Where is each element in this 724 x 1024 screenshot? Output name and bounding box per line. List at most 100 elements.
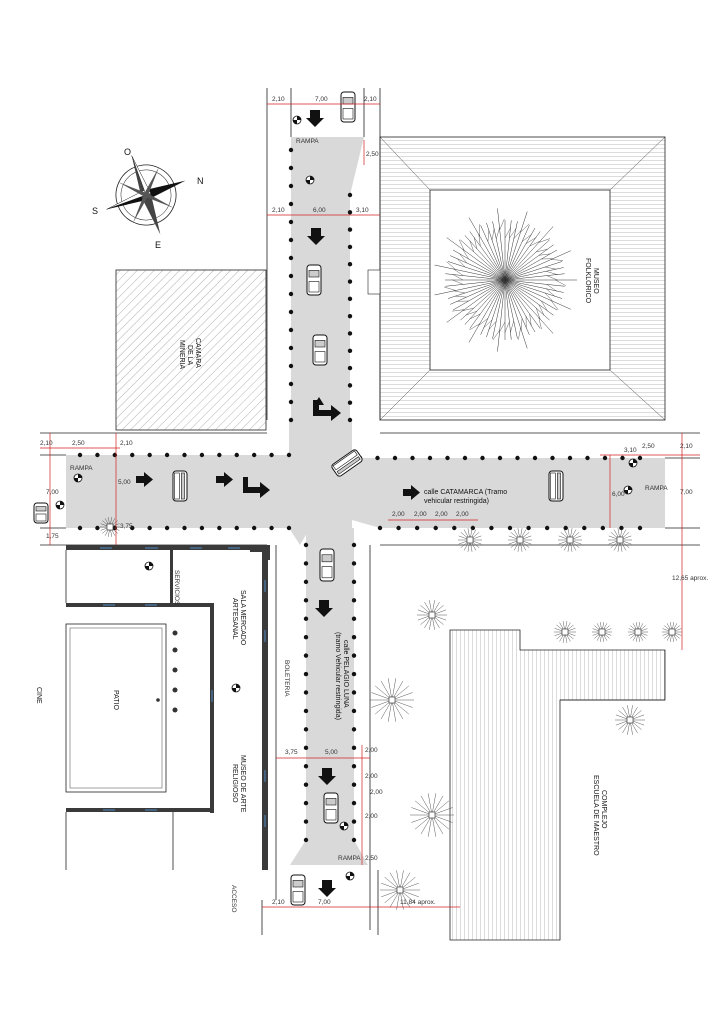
- bollard: [470, 525, 476, 531]
- bollard: [600, 525, 606, 531]
- cine-label: CINE: [35, 687, 42, 704]
- dim-v-d: 2,00: [365, 813, 378, 820]
- tree-icon: [100, 517, 120, 537]
- bollard: [147, 452, 152, 458]
- tree-icon: [458, 528, 482, 552]
- west-museum-block: [65, 545, 270, 870]
- car-icon: [312, 334, 328, 366]
- bollard: [288, 183, 294, 189]
- bollard: [303, 653, 309, 658]
- boleteria-label: BOLETERIA: [283, 660, 290, 697]
- vehicles: [33, 91, 564, 906]
- museo-arte-label-2: RELIGIOSO: [231, 764, 238, 803]
- bollard: [303, 837, 309, 843]
- dim-v-2-50: 2,50: [365, 855, 378, 862]
- sala-mercado-label-1: SALA MERCADO: [239, 590, 246, 646]
- bollard: [351, 708, 357, 714]
- bollard: [288, 417, 294, 423]
- level-marker-icon: [231, 683, 241, 693]
- dim-top-mid: 7,00: [315, 96, 328, 103]
- car-icon: [306, 264, 322, 296]
- car-icon: [331, 449, 363, 477]
- compass-e: E: [155, 240, 161, 250]
- bollard: [303, 542, 309, 548]
- dim-top-left: 2,10: [272, 96, 285, 103]
- bollard: [234, 452, 239, 458]
- compass-rose: [106, 155, 186, 235]
- car-icon: [319, 548, 335, 582]
- level-marker-icon: [73, 473, 83, 483]
- bollard: [288, 165, 294, 171]
- level-marker-icon: [345, 871, 355, 881]
- bollard: [351, 819, 357, 824]
- bollard: [217, 452, 222, 458]
- bollard: [303, 616, 309, 621]
- bollard: [347, 348, 353, 353]
- bollard: [164, 452, 170, 458]
- bollard: [288, 273, 294, 279]
- bollard: [462, 455, 468, 461]
- bollard: [234, 525, 239, 531]
- dim-top-right: 2,10: [364, 96, 377, 103]
- bollard: [95, 525, 100, 531]
- bollard: [164, 525, 170, 531]
- bollard: [351, 745, 357, 751]
- dim-left-3-75: 3,75: [120, 523, 133, 530]
- dim-right-2-10: 2,10: [680, 443, 693, 450]
- bollard: [396, 525, 401, 531]
- bollard: [288, 147, 294, 153]
- bollard: [182, 525, 187, 531]
- bollard: [269, 452, 274, 458]
- bollard: [288, 237, 294, 243]
- level-marker-icon: [144, 561, 154, 571]
- turn-arrow-icon: [238, 477, 270, 498]
- dim-seg-d: 2,00: [456, 511, 469, 518]
- rampa-label-east: RAMPA: [645, 485, 668, 492]
- tree-icon: [380, 870, 420, 910]
- bollard: [351, 800, 357, 806]
- dim-right-12-65: 12,65 aprox.: [672, 575, 708, 582]
- dim-left-2-10b: 2,10: [120, 440, 133, 447]
- camara-label-2: DE LA: [186, 345, 193, 366]
- bollard: [515, 455, 520, 461]
- rampa-label-south: RAMPA: [338, 855, 361, 862]
- bollard: [433, 525, 438, 531]
- bollard: [347, 210, 353, 215]
- bollard: [347, 331, 353, 336]
- level-marker-icon: [55, 500, 65, 510]
- dim-seg-a: 2,00: [392, 511, 405, 518]
- bollard: [288, 291, 294, 297]
- tree-icon: [410, 793, 454, 837]
- bollard: [351, 542, 357, 548]
- bollard: [303, 727, 309, 732]
- arrow-right-icon: [216, 472, 233, 487]
- tree-icon: [628, 622, 648, 642]
- tree-icon: [558, 528, 582, 552]
- bollard: [288, 381, 294, 387]
- bollard: [286, 452, 292, 458]
- bollard: [303, 819, 309, 824]
- bollard: [288, 201, 294, 207]
- museo-folklorico-label-1: MUSEO: [592, 268, 599, 294]
- bollard: [347, 400, 353, 405]
- bollard: [392, 455, 398, 461]
- bollard: [77, 525, 83, 531]
- arrow-down-icon: [315, 600, 333, 617]
- dim-mid-left: 2,10: [272, 207, 285, 214]
- bollard: [347, 192, 353, 198]
- museo-arte-label-1: MUSEO DE ARTE: [239, 755, 246, 813]
- museo-folklorico-label-2: FOLKLORICO: [584, 258, 591, 304]
- bollard: [602, 455, 608, 461]
- compass-letters: N S E O: [92, 147, 204, 250]
- level-marker-icon: [339, 821, 349, 831]
- dim-right-2-50: 2,50: [642, 443, 655, 450]
- bollard: [637, 525, 643, 531]
- bollard: [199, 525, 205, 531]
- bollard: [347, 417, 353, 423]
- bollard: [582, 525, 587, 531]
- arrow-down-icon: [306, 110, 324, 127]
- car-icon: [290, 874, 306, 906]
- car-icon: [548, 470, 564, 502]
- bollard: [377, 525, 383, 531]
- bollard: [410, 455, 415, 461]
